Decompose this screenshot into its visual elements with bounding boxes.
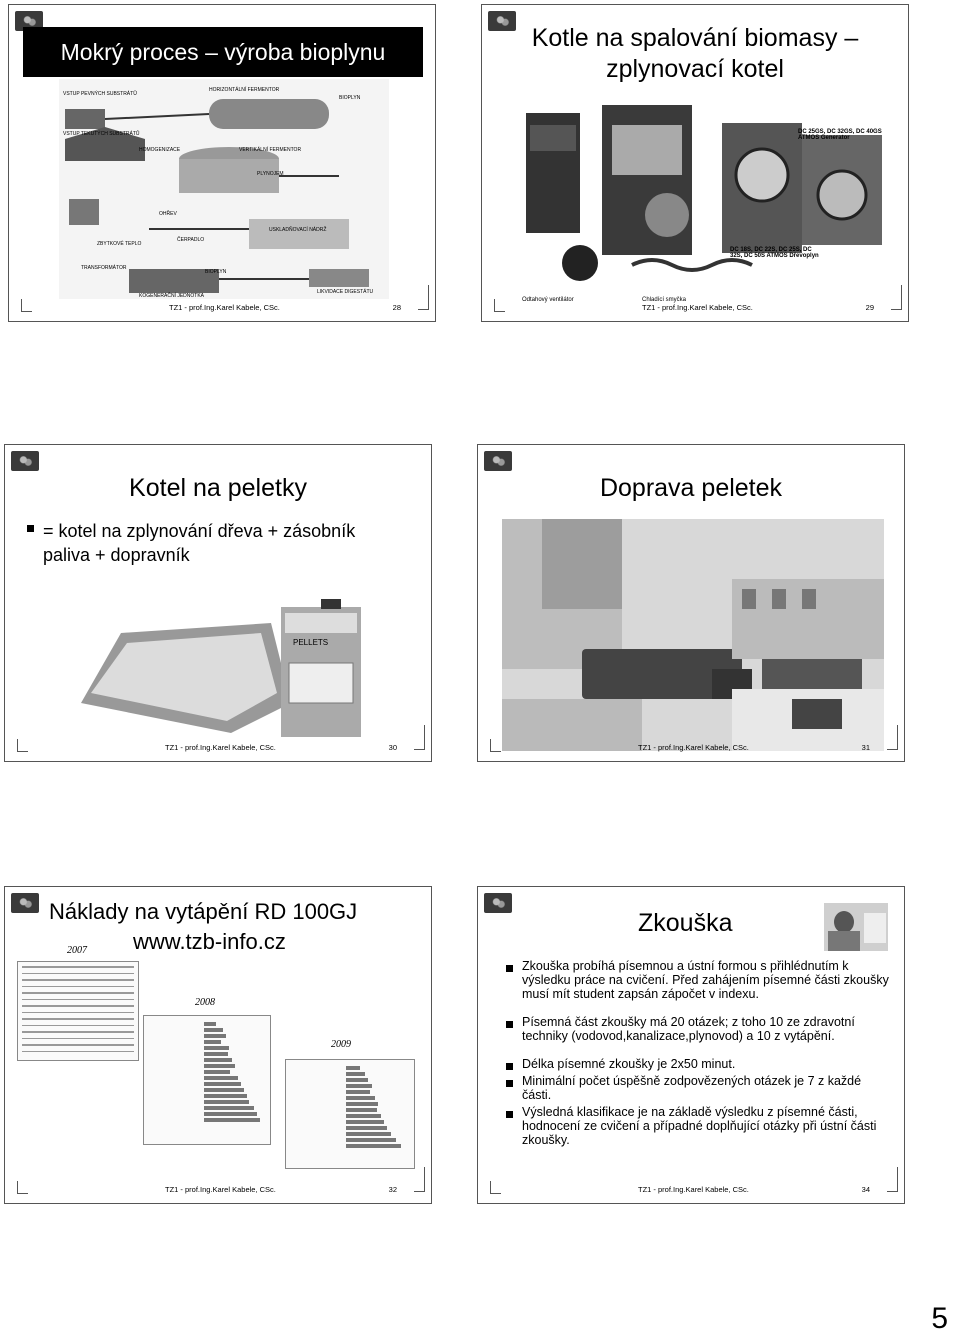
slide-30: Kotel na peletky = kotel na zplynování d… [4,444,432,762]
slide-28: Mokrý proces – výroba bioplynu VSTUP PEV… [8,4,436,322]
footer-author: TZ1 - prof.Ing.Karel Kabele, CSc. [642,303,753,312]
footer-author: TZ1 - prof.Ing.Karel Kabele, CSc. [638,743,749,752]
label-vertikalni: VERTIKÁLNÍ FERMENTOR [239,146,301,153]
bullet-item: = kotel na zplynování dřeva + zásobník p… [25,519,405,567]
label-transformator: TRANSFORMÁTOR [81,264,127,271]
footer-author: TZ1 - prof.Ing.Karel Kabele, CSc. [638,1185,749,1194]
footer-author: TZ1 - prof.Ing.Karel Kabele, CSc. [165,743,276,752]
slide-footer: TZ1 - prof.Ing.Karel Kabele, CSc. 34 [478,1167,904,1197]
slide-number: 29 [865,303,874,312]
year-2008: 2008 [195,997,215,1008]
label-homogenizace: HOMOGENIZACE [139,147,181,153]
cvut-logo [484,451,512,471]
cost-table-2008 [143,1015,271,1145]
slide-title: Mokrý proces – výroba bioplynu [23,27,423,77]
slide-footer: TZ1 - prof.Ing.Karel Kabele, CSc. 28 [9,285,435,315]
slide-footer: TZ1 - prof.Ing.Karel Kabele, CSc. 31 [478,725,904,755]
bullet-item: Zkouška probíhá písemnou a ústní formou … [504,959,890,1001]
label-horizontalni: HORIZONTÁLNÍ FERMENTOR [209,86,280,93]
label-bioplyn-top: BIOPLYN [339,95,361,101]
slide-title-line1: Náklady na vytápění RD 100GJ [49,899,358,924]
label-kogenerace: KOGENERAČNÍ JEDNOTKA [139,292,205,299]
label-vstup-pevnych: VSTUP PEVNÝCH SUBSTRÁTŮ [63,90,137,97]
label-plynojem: PLYNOJEM [257,171,284,177]
pellet-transport-photos [502,519,884,751]
bullet-item: Délka písemné zkoušky je 2x50 minut. [504,1057,890,1071]
bullet-item: Minimální počet úspěšně zodpovězených ot… [504,1074,890,1102]
student-photo [824,903,888,951]
slide-32: Náklady na vytápění RD 100GJ www.tzb-inf… [4,886,432,1204]
label-zbytkove: ZBYTKOVÉ TEPLO [97,240,141,247]
pellet-boiler-photo: PELLETS [81,599,361,737]
slide-title-line2: www.tzb-info.cz [133,929,286,954]
label-ohrev: OHŘEV [159,209,177,217]
biogas-process-diagram: VSTUP PEVNÝCH SUBSTRÁTŮ HORIZONTÁLNÍ FER… [59,79,389,299]
slide-number: 30 [388,743,397,752]
label-fan: Odtahový ventilátor [522,297,574,303]
year-2007: 2007 [67,945,87,956]
cost-table-2007 [17,961,139,1061]
label-models-bottom: DC 18S, DC 22S, DC 25S, DC 32S, DC 50S A… [730,247,819,259]
bullet-list: Zkouška probíhá písemnou a ústní formou … [504,959,890,1147]
slide-number: 34 [861,1185,870,1194]
cvut-logo [15,11,43,31]
cvut-logo [488,11,516,31]
slide-34: Zkouška Zkouška probíhá písemnou a ústní… [477,886,905,1204]
cvut-logo [11,893,39,913]
cvut-logo [484,893,512,913]
bullet-item: Písemná část zkoušky má 20 otázek; z toh… [504,1015,890,1043]
cvut-logo [11,451,39,471]
cost-table-2009 [285,1059,415,1169]
slide-29: Kotle na spalování biomasy – zplynovací … [481,4,909,322]
boiler-label: PELLETS [293,638,328,647]
slide-number: 32 [388,1185,397,1194]
slide-footer: TZ1 - prof.Ing.Karel Kabele, CSc. 30 [5,725,431,755]
boiler-photos: Odtahový ventilátor Chladící smyčka [522,105,882,303]
slide-title: Kotle na spalování biomasy – zplynovací … [531,24,859,83]
slide-number: 28 [392,303,401,312]
label-cooling: Chladící smyčka [642,297,687,303]
footer-author: TZ1 - prof.Ing.Karel Kabele, CSc. [165,1185,276,1194]
slide-title: Zkouška [638,909,733,937]
slide-footer: TZ1 - prof.Ing.Karel Kabele, CSc. 29 [482,285,908,315]
footer-author: TZ1 - prof.Ing.Karel Kabele, CSc. [169,303,280,312]
year-2009: 2009 [331,1039,351,1050]
label-cerpadlo: ČERPADLO [177,236,204,243]
slide-number: 31 [861,743,870,752]
slide-title: Kotel na peletky [129,474,307,502]
page-number: 5 [931,1302,948,1335]
bullet-item: Výsledná klasifikace je na základě výsle… [504,1105,890,1147]
bullet-list: = kotel na zplynování dřeva + zásobník p… [25,519,405,567]
label-models-top: DC 25GS, DC 32GS, DC 40GS ATMOS Generato… [798,129,882,141]
label-likvidace: LIKVIDACE DIGESTÁTU [317,288,374,295]
slide-31: Doprava peletek TZ1 - prof.Ing.Karel Kab… [477,444,905,762]
slide-footer: TZ1 - prof.Ing.Karel Kabele, CSc. 32 [5,1167,431,1197]
label-uskladnovaci: USKLADŇOVACÍ NÁDRŽ [269,225,326,233]
label-bioplyn-bottom: BIOPLYN [205,269,227,275]
slide-title: Doprava peletek [599,474,783,502]
label-vstup-tekutych: VSTUP TEKUTÝCH SUBSTRÁTŮ [63,130,140,137]
